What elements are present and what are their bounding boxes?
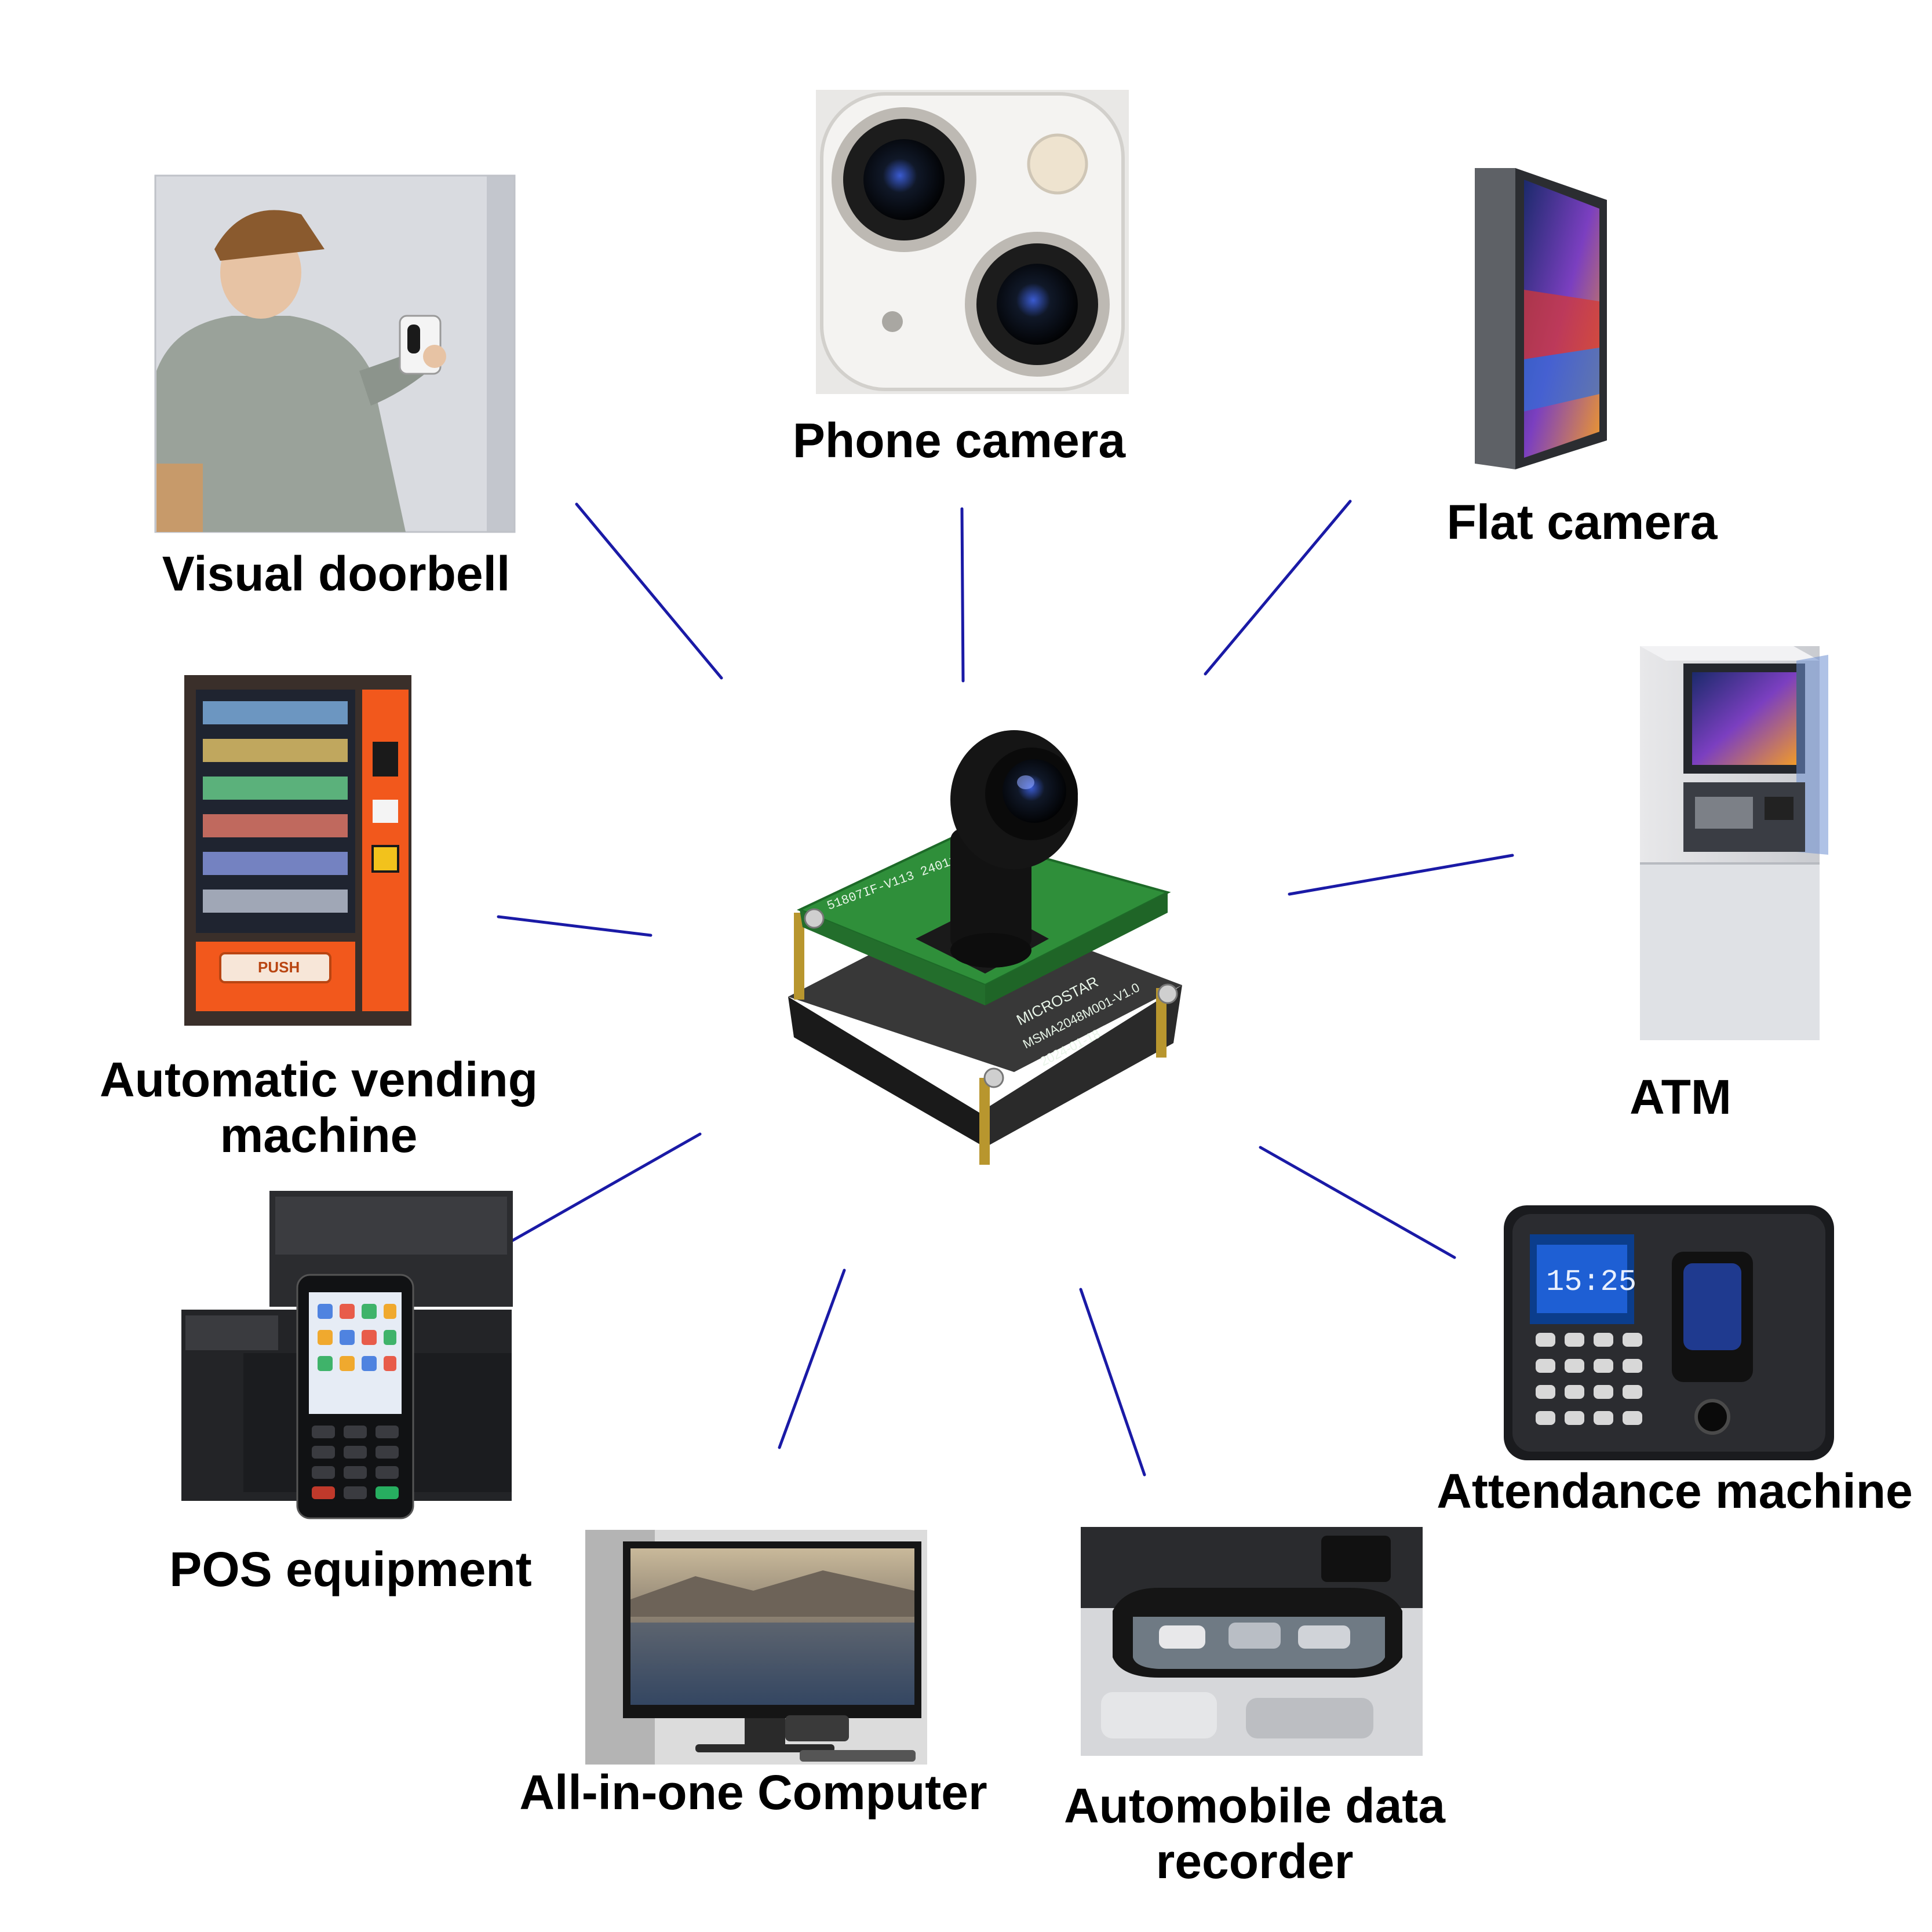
label-flat-camera: Flat camera <box>1446 495 1718 549</box>
connector-atm <box>1288 854 1514 896</box>
doorbell-photo <box>154 174 516 533</box>
label-visual-doorbell: Visual doorbell <box>162 546 511 601</box>
connector-automobile-data-recorder <box>1079 1288 1146 1477</box>
pos-terminal-photo <box>181 1191 513 1519</box>
label-attendance-machine: Attendance machine <box>1437 1464 1913 1518</box>
connector-attendance-machine <box>1259 1146 1456 1259</box>
label-pos-equipment: POS equipment <box>169 1542 532 1596</box>
label-atm: ATM <box>1630 1070 1731 1124</box>
connector-automatic-vending-machine <box>497 915 652 937</box>
phone-camera-photo <box>816 90 1129 394</box>
camera-module: 51807IF-V113 240118 MICROSTAR MSMA2048M0… <box>788 730 1182 1165</box>
atm-photo <box>1640 646 1828 1040</box>
connector-phone-camera <box>960 507 965 683</box>
connector-visual-doorbell <box>575 502 723 680</box>
connector-lines <box>497 500 1514 1477</box>
label-phone-camera: Phone camera <box>792 413 1126 468</box>
vending-push-label: PUSH <box>258 958 300 976</box>
label-all-in-one-computer: All-in-one Computer <box>519 1765 987 1820</box>
connector-all-in-one-computer <box>778 1268 846 1449</box>
label-automatic-vending-machine: Automatic vending machine <box>99 1052 538 1162</box>
tablet-photo <box>1475 168 1607 469</box>
vending-machine-photo: PUSH <box>184 675 411 1026</box>
monitor-photo <box>585 1530 927 1765</box>
attendance-screen-time: 15:25 <box>1546 1265 1636 1299</box>
connector-pos-equipment <box>501 1132 702 1248</box>
connector-flat-camera <box>1204 500 1352 676</box>
dashcam-mirror-photo <box>1081 1527 1423 1756</box>
label-automobile-data-recorder: Automobile data recorder <box>1063 1778 1445 1889</box>
attendance-machine-photo: 15:25 <box>1504 1205 1834 1460</box>
